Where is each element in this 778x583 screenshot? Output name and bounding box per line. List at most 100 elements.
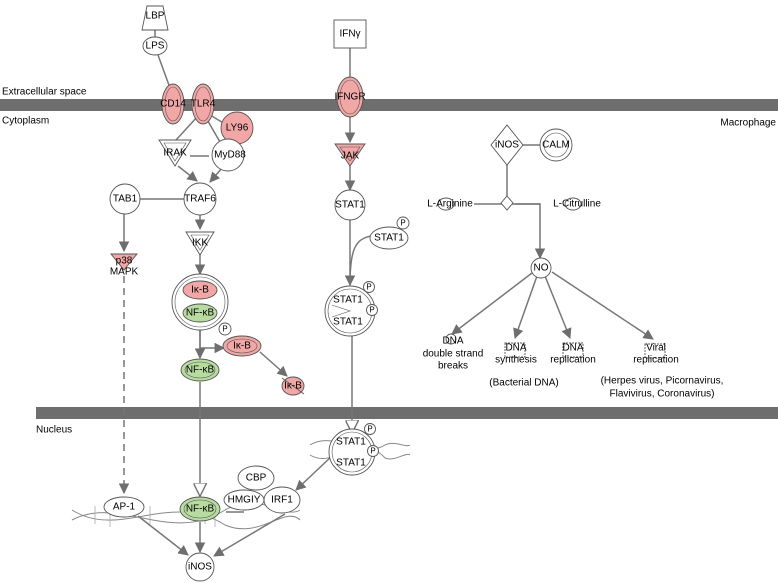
node-ikb-degraded[interactable]: Iκ-B [281, 376, 305, 396]
node-ikb-phosphorylated[interactable]: Iκ-B P [218, 322, 262, 357]
svg-text:NF-κB: NF-κB [186, 308, 215, 319]
node-ifngr[interactable]: IFNGR [334, 76, 366, 118]
node-stat1[interactable]: STAT1 [334, 189, 366, 221]
svg-text:STAT1: STAT1 [333, 317, 363, 328]
svg-text:LPS: LPS [146, 41, 165, 52]
svg-text:LBP: LBP [146, 11, 165, 22]
node-nfkb-free[interactable]: NF-κB [180, 358, 220, 382]
node-stat1-dimer[interactable]: STAT1 STAT1 P P [324, 281, 378, 337]
node-ikk[interactable]: IKK [185, 231, 215, 256]
node-l-arginine[interactable]: L-Arginine [427, 197, 473, 211]
svg-text:L-Arginine: L-Arginine [427, 199, 473, 210]
node-ikb-nfkb-complex[interactable]: Iκ-B NF-κB [171, 273, 229, 331]
node-hmgiy[interactable]: HMGIY [223, 489, 265, 511]
node-tlr4[interactable]: TLR4 [191, 83, 216, 125]
svg-text:TAB1: TAB1 [113, 194, 138, 205]
node-lps[interactable]: LPS [142, 36, 168, 56]
svg-text:L-Citrulline: L-Citrulline [553, 199, 601, 210]
svg-text:P: P [370, 447, 375, 456]
node-dna-synthesis[interactable]: DNA synthesis (Bacterial DNA) [489, 343, 558, 389]
zone-label-macrophage: Macrophage [720, 118, 776, 129]
svg-text:CALM: CALM [542, 140, 570, 151]
node-jak[interactable]: JAK [334, 143, 366, 167]
sublabel-dna-dsb-2: breaks [438, 361, 468, 372]
svg-text:TLR4: TLR4 [191, 99, 216, 110]
svg-text:Iκ-B: Iκ-B [284, 381, 302, 392]
node-stat1-nuclear[interactable]: STAT1 STAT1 P P [328, 423, 379, 476]
phospho-badge [364, 423, 376, 435]
sublabel-viral-replication: replication [633, 355, 679, 366]
node-lbp[interactable]: LBP [141, 5, 169, 31]
plasma-membrane [0, 99, 778, 111]
svg-text:DNA: DNA [442, 336, 463, 347]
node-traf6[interactable]: TRAF6 [183, 182, 217, 216]
svg-text:P: P [367, 425, 372, 434]
node-cd14[interactable]: CD14 [160, 83, 186, 125]
svg-text:HMGIY: HMGIY [228, 495, 261, 506]
svg-text:IKK: IKK [192, 238, 208, 249]
svg-text:DNA: DNA [505, 343, 526, 354]
svg-text:NO: NO [534, 263, 549, 274]
svg-text:NF-κB: NF-κB [186, 365, 215, 376]
svg-text:P: P [222, 325, 227, 334]
svg-text:AP-1: AP-1 [113, 502, 136, 513]
node-irak[interactable]: IRAK [158, 139, 192, 167]
svg-text:STAT1: STAT1 [335, 200, 365, 211]
svg-text:P: P [400, 219, 405, 228]
node-viral-replication[interactable]: Viral replication (Herpes virus, Picorna… [601, 343, 724, 400]
sublabel-virus-list-2: Flavivirus, Coronavirus) [609, 389, 714, 400]
svg-text:iNOS: iNOS [188, 562, 212, 573]
node-ifng[interactable]: IFNγ [333, 19, 367, 49]
node-ap1[interactable]: AP-1 [103, 496, 145, 518]
node-p38-mapk[interactable]: p38 MAPK [110, 253, 139, 278]
svg-text:MyD88: MyD88 [214, 150, 246, 161]
svg-text:p38: p38 [116, 256, 133, 267]
node-tab1[interactable]: TAB1 [109, 183, 141, 215]
svg-text:Viral: Viral [646, 343, 666, 354]
svg-text:IFNγ: IFNγ [339, 29, 360, 40]
sublabel-bacterial-dna: (Bacterial DNA) [489, 378, 558, 389]
node-dna-double-strand-breaks[interactable]: DNA double strand breaks [423, 333, 484, 372]
svg-text:STAT1: STAT1 [336, 458, 366, 469]
svg-text:LY96: LY96 [226, 123, 249, 134]
nuclear-membrane [36, 407, 778, 419]
node-myd88[interactable]: MyD88 [211, 138, 246, 172]
svg-text:Iκ-B: Iκ-B [191, 285, 209, 296]
node-l-citrulline[interactable]: L-Citrulline [553, 197, 601, 211]
node-irf1[interactable]: IRF1 [263, 486, 301, 514]
phospho-badge [396, 216, 410, 230]
svg-text:P: P [369, 306, 374, 315]
svg-text:JAK: JAK [341, 151, 360, 162]
sublabel-dna-synthesis: synthesis [495, 355, 537, 366]
sublabel-dna-dsb-1: double strand [423, 349, 484, 360]
zone-label-cytoplasm: Cytoplasm [2, 116, 49, 127]
node-stat1-phosphorylated[interactable]: STAT1 P [369, 216, 410, 250]
svg-text:P: P [366, 283, 371, 292]
phospho-badge [367, 445, 379, 457]
node-inos-nuclear[interactable]: iNOS [185, 552, 215, 582]
node-nfkb-nuclear[interactable]: NF-κB [179, 496, 221, 522]
phospho-badge [366, 304, 378, 316]
svg-text:CD14: CD14 [160, 99, 186, 110]
svg-text:STAT1: STAT1 [374, 233, 404, 244]
svg-text:IRAK: IRAK [163, 148, 187, 159]
svg-text:TRAF6: TRAF6 [184, 194, 216, 205]
phospho-badge [363, 281, 375, 293]
svg-text:CBP: CBP [246, 473, 267, 484]
svg-text:NF-κB: NF-κB [186, 504, 215, 515]
svg-text:Iκ-B: Iκ-B [233, 341, 251, 352]
sublabel-virus-list-1: (Herpes virus, Picornavirus, [601, 376, 724, 387]
node-inos-cytoplasmic[interactable]: iNOS [490, 124, 524, 166]
svg-text:DNA: DNA [562, 343, 583, 354]
sublabel-dna-replication: replication [550, 355, 596, 366]
node-cbp[interactable]: CBP [237, 465, 275, 491]
reaction-diamond [500, 195, 514, 211]
svg-text:IRF1: IRF1 [271, 495, 293, 506]
node-dna-replication[interactable]: DNA replication [550, 343, 596, 366]
svg-text:iNOS: iNOS [495, 140, 519, 151]
node-no[interactable]: NO [530, 257, 552, 279]
node-calm[interactable]: CALM [539, 128, 573, 162]
svg-text:IFNGR: IFNGR [334, 92, 365, 103]
svg-text:MAPK: MAPK [110, 267, 139, 278]
